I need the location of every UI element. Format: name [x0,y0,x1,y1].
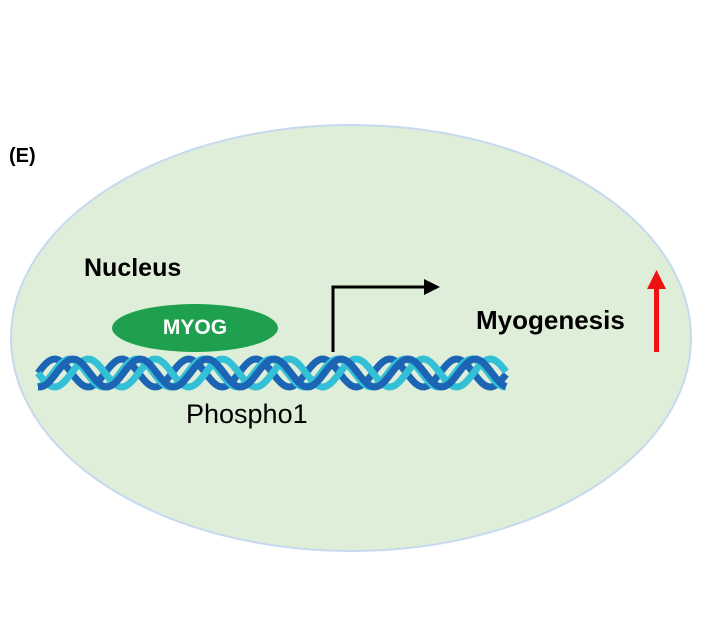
myogenesis-label: Myogenesis [476,305,625,335]
myog-protein-ellipse [112,304,278,352]
panel-label: (E) [9,145,36,167]
up-arrow-icon [647,270,666,352]
nucleus-label: Nucleus [84,254,182,282]
nucleus-ellipse [10,124,692,552]
gene-label: Phospho1 [186,399,308,429]
myog-label: MYOG [162,316,228,339]
transcription-start-arrow [331,279,440,352]
dna-strand-front-dark [37,355,508,391]
dna-helix [35,355,509,391]
